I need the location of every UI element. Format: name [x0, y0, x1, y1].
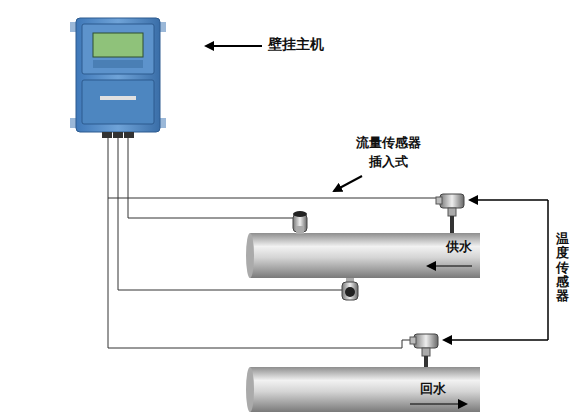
sensor-label: 流量传感器 插入式 [352, 134, 424, 172]
sensor-label: 温度传感器 [556, 232, 569, 303]
pipe-label: 回水 [420, 380, 446, 398]
pipe: 回水 [250, 367, 480, 412]
pipes [246, 233, 480, 412]
temperature-sensor [410, 334, 438, 367]
flow-arrows [410, 266, 472, 404]
device-label: 壁挂主机 [268, 36, 324, 54]
pipe: 供水 [250, 233, 480, 278]
temperature-sensor [436, 194, 464, 233]
host-unit [70, 18, 166, 138]
bracket [444, 200, 548, 340]
flow-sensor [342, 278, 358, 300]
callout-arrows [206, 46, 362, 191]
pipe-label: 供水 [446, 238, 472, 256]
flow-sensor [293, 211, 307, 234]
